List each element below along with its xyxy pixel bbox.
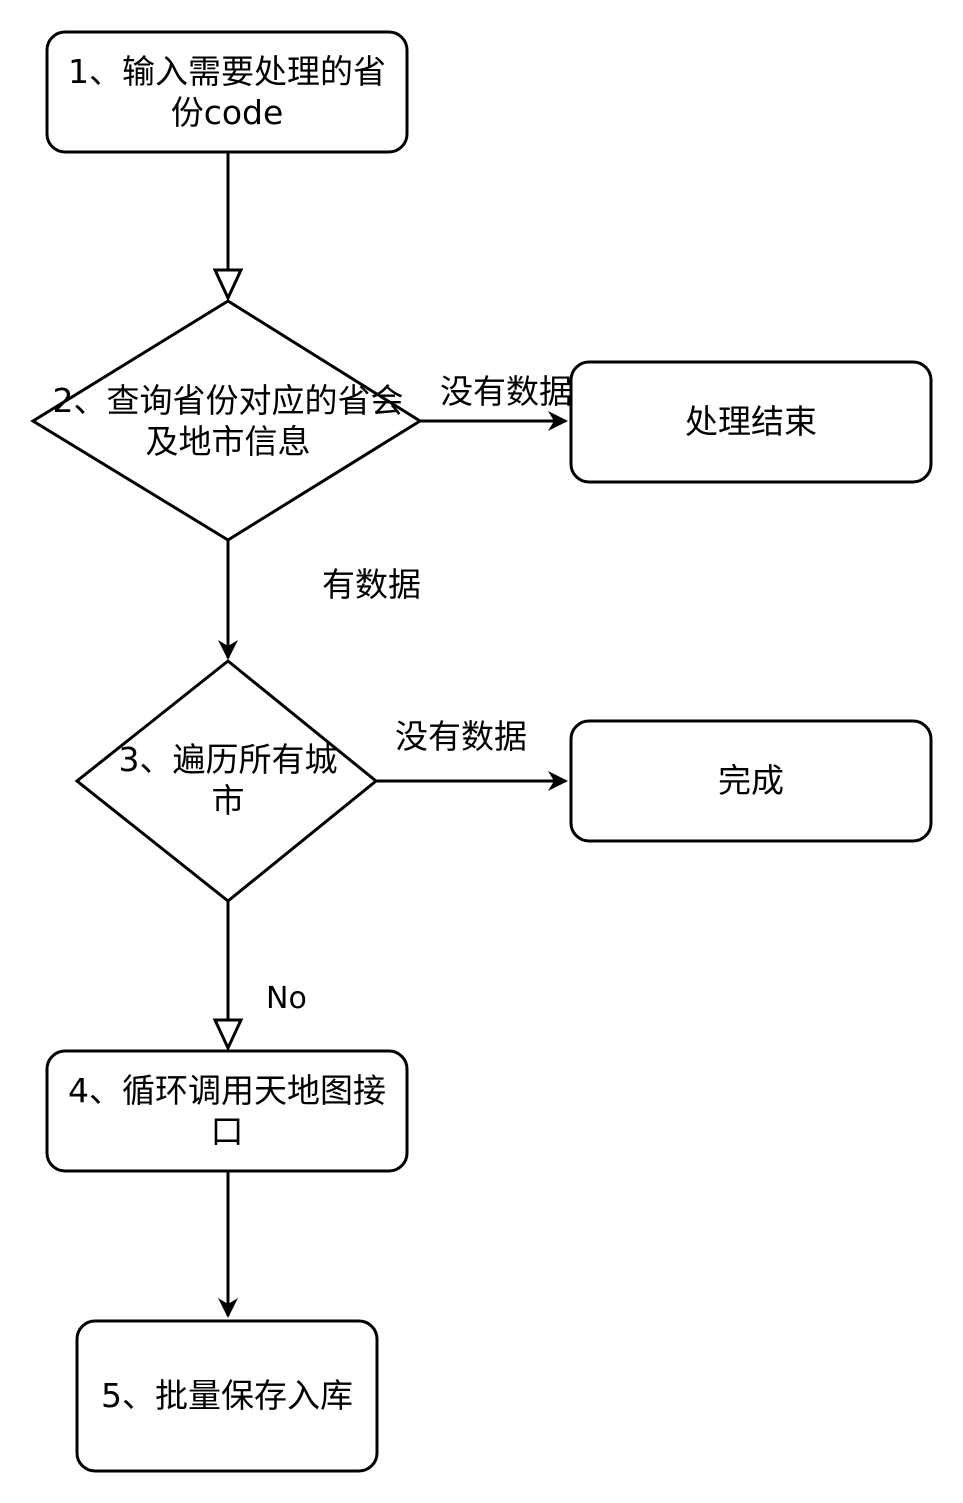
step4-label: 4、循环调用天地图接口 bbox=[68, 1070, 386, 1151]
edge-step1-to-step2 bbox=[212, 152, 244, 302]
step2-label: 2、查询省份对应的省会及地市信息 bbox=[52, 380, 404, 461]
step3-label: 3、遍历所有城市 bbox=[118, 739, 338, 820]
edge-label-no: No bbox=[266, 981, 307, 1016]
step3-diamond bbox=[74, 659, 379, 903]
step1-label: 1、输入需要处理的省份code bbox=[68, 51, 386, 132]
edge-label-has-data: 有数据 bbox=[322, 565, 421, 604]
open-arrowhead-icon bbox=[212, 268, 244, 302]
step1-box bbox=[45, 30, 409, 154]
step5-box bbox=[75, 1319, 379, 1473]
end-process-box bbox=[569, 360, 933, 484]
step2-diamond bbox=[30, 299, 423, 542]
edge-step3-to-step4 bbox=[212, 901, 244, 1052]
done-box bbox=[569, 719, 933, 843]
end-process-label: 处理结束 bbox=[685, 402, 817, 442]
step4-box bbox=[45, 1049, 409, 1173]
done-label: 完成 bbox=[718, 761, 784, 801]
edge-label-no-data-2: 没有数据 bbox=[395, 717, 527, 756]
step5-label: 5、批量保存入库 bbox=[101, 1376, 353, 1416]
open-arrowhead-icon bbox=[212, 1018, 244, 1052]
edge-label-no-data-1: 没有数据 bbox=[440, 372, 572, 411]
